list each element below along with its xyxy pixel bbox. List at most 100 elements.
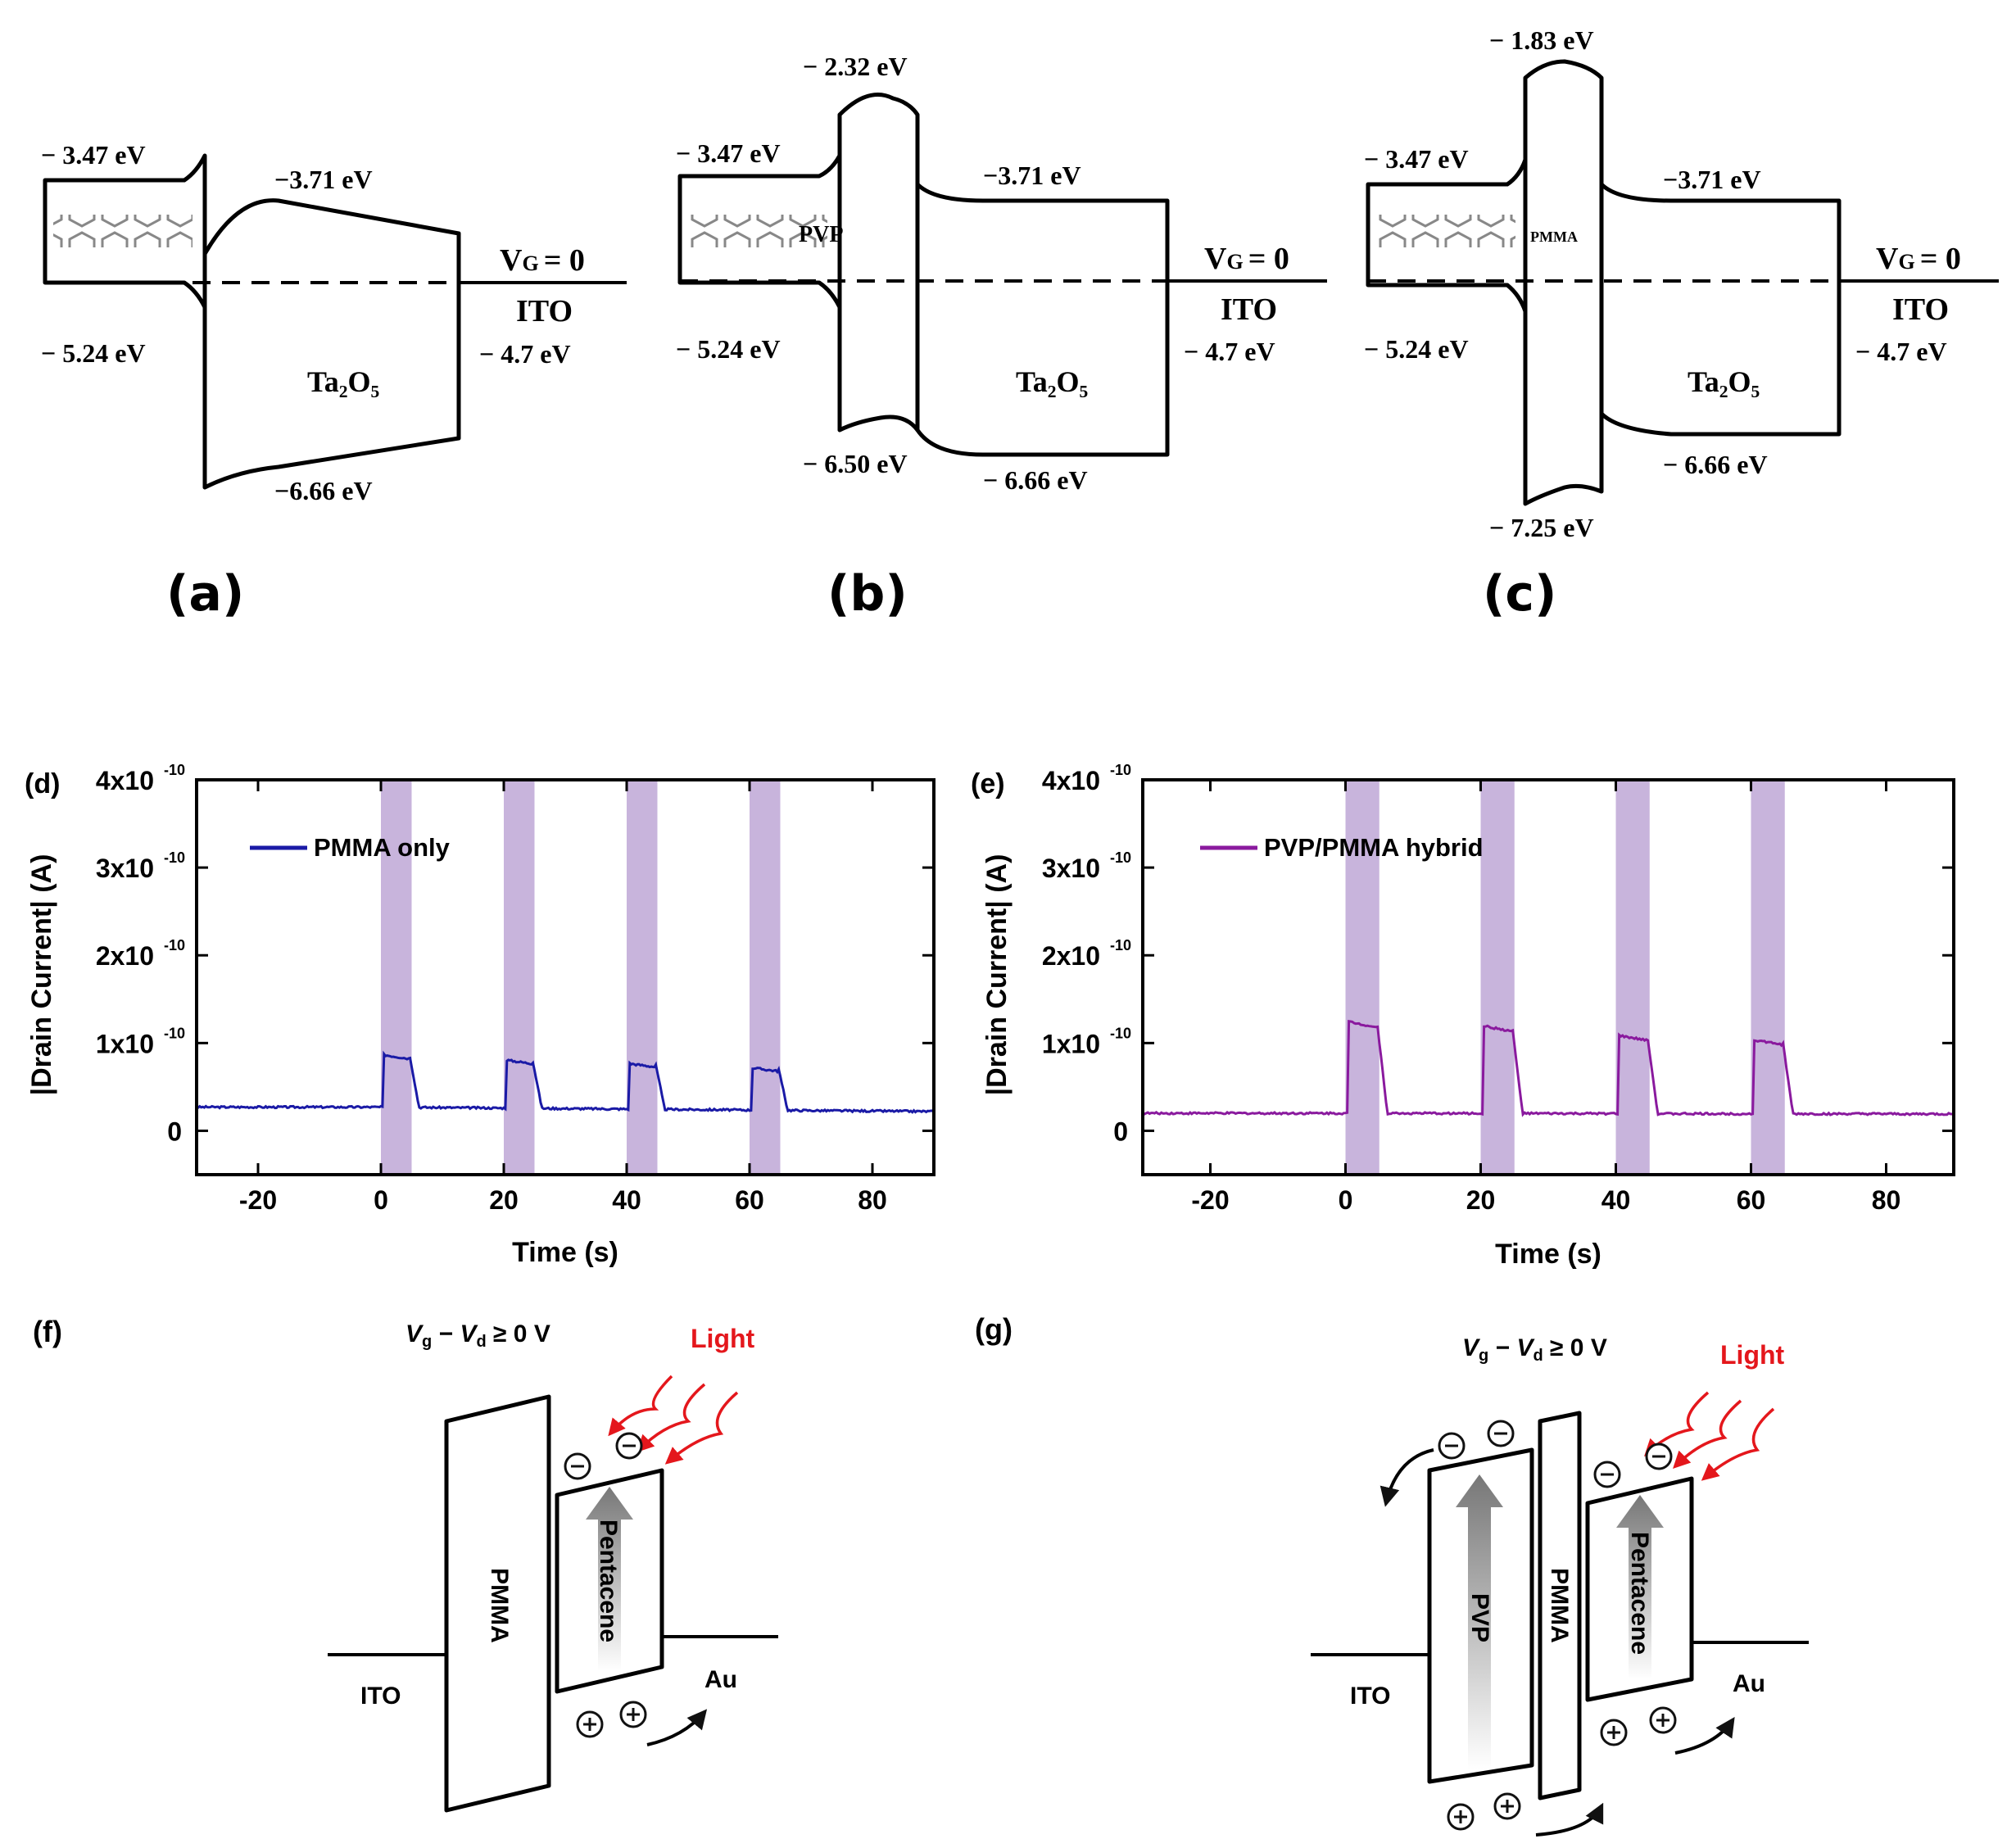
light-arrow-icon [608, 1375, 673, 1437]
level-label: − 4.7 eV [479, 339, 571, 369]
light-on-band [627, 780, 658, 1175]
level-label: − 2.32 eV [803, 52, 908, 81]
ylabel-e: |Drain Current| (A) [981, 854, 1013, 1096]
plot-frame-d [195, 778, 936, 1176]
electron-transport-arrow-icon [1456, 1474, 1503, 1769]
legend-label-e: PVP/PMMA hybrid [1264, 833, 1484, 862]
band-diagram-c: PMMA − 3.47 eV − 5.24 eV − 1.83 eV − 7.2… [1364, 25, 1999, 623]
ytick-exponent: -10 [164, 762, 185, 778]
pvp-layer-g [1427, 1447, 1534, 1784]
pmma-layer-g [1538, 1411, 1582, 1800]
level-label: − 1.83 eV [1489, 25, 1594, 55]
panel-label-d: (d) [25, 768, 60, 799]
ytick-exponent: -10 [1110, 937, 1131, 953]
insulator-label-c: PMMA [1530, 229, 1578, 245]
xtick-label: 20 [489, 1185, 519, 1215]
light-on-band [504, 780, 535, 1175]
hole-flow-arrow-icon [1535, 1802, 1604, 1837]
layer-label-f: Pentacene [595, 1520, 622, 1642]
light-on-band [1480, 780, 1515, 1175]
electron-icon [564, 1452, 591, 1480]
highlights-e [1345, 780, 1785, 1175]
level-label: − 5.24 eV [1364, 334, 1469, 364]
mechanism-f: (f) Vg − Vd ≥ 0 V Light PMMA Pentacene I… [33, 1315, 778, 1813]
ytick-exponent: -10 [164, 849, 185, 866]
hole-transport-arrow-icon [586, 1487, 633, 1671]
xlabel-d: Time (s) [512, 1237, 618, 1268]
light-on-band [381, 780, 412, 1175]
xtick-label: 60 [735, 1185, 764, 1215]
light-label-f: Light [691, 1324, 755, 1353]
xtick-label: 40 [612, 1185, 641, 1215]
xtick-label: 0 [374, 1185, 388, 1215]
light-on-band [1345, 780, 1379, 1175]
light-on-band [1615, 780, 1650, 1175]
ytick-exponent: -10 [1110, 1025, 1131, 1041]
layer-label-g: Pentacene [1626, 1532, 1653, 1655]
ytick-label: 2x10 [96, 941, 154, 971]
band-diagram-b: PVP − 3.47 eV − 5.24 eV − 2.32 eV − 6.50… [676, 52, 1327, 623]
xtick-label: -20 [1191, 1185, 1229, 1215]
level-label: − 3.47 eV [1364, 144, 1469, 174]
ytick-label: 4x10 [1042, 766, 1100, 795]
legend-label-d: PMMA only [314, 833, 451, 862]
series-d [196, 1050, 936, 1114]
panel-label-f: (f) [33, 1315, 62, 1348]
ytick-exponent: -10 [164, 1025, 185, 1041]
insulator-label-b: PVP [799, 222, 843, 247]
xtick-label: 80 [1872, 1185, 1901, 1215]
vg-label: VG= 0 [500, 243, 585, 278]
level-label: − 4.7 eV [1184, 337, 1275, 366]
hole-transport-arrow-icon [1616, 1495, 1664, 1679]
series-line [1142, 1019, 1955, 1117]
panel-label-c: (c) [1483, 565, 1556, 623]
vg-label: VG= 0 [1204, 242, 1289, 276]
xlabel-e: Time (s) [1495, 1239, 1601, 1270]
hole-icon [1447, 1803, 1475, 1831]
ytick-exponent: -10 [1110, 849, 1131, 866]
layer-label-g: PMMA [1546, 1568, 1573, 1643]
electron-icon [1487, 1420, 1515, 1447]
light-arrow-icon [1701, 1407, 1775, 1481]
ytick-label: 3x10 [1042, 854, 1100, 883]
level-label: − 6.50 eV [803, 449, 908, 478]
plot-frame-e [1141, 778, 1955, 1176]
level-label: −3.71 eV [274, 165, 373, 194]
series-e [1142, 1019, 1955, 1117]
xtick-label: 0 [1339, 1185, 1353, 1215]
xtick-label: -20 [239, 1185, 277, 1215]
hole-flow-arrow-icon [646, 1709, 708, 1746]
layer-label-g: PVP [1466, 1593, 1493, 1642]
ito-label: ITO [1892, 292, 1949, 327]
ta2o5-band-b [915, 182, 1170, 457]
ytick-label: 1x10 [1042, 1029, 1100, 1058]
panel-label-g: (g) [975, 1312, 1013, 1346]
bias-condition-f: Vg − Vd ≥ 0 V [405, 1320, 550, 1351]
level-label: −6.66 eV [274, 476, 373, 505]
ito-label-f: ITO [360, 1683, 401, 1710]
level-label: − 4.7 eV [1855, 337, 1947, 366]
series-line [196, 1050, 936, 1114]
ytick-label: 2x10 [1042, 941, 1100, 971]
light-on-band [1751, 780, 1785, 1175]
light-arrow-icon [664, 1391, 739, 1465]
pvp-band-b [837, 93, 920, 433]
hole-icon [1493, 1792, 1521, 1820]
ta2o5-band-c [1599, 182, 1842, 437]
level-label: − 3.47 eV [676, 138, 781, 168]
ytick-label: 0 [1113, 1116, 1128, 1146]
au-label-g: Au [1733, 1670, 1765, 1697]
hole-icon [1649, 1706, 1677, 1734]
ta2o5-label: Ta₂O₅ [1688, 365, 1760, 398]
ito-label-g: ITO [1350, 1683, 1390, 1710]
level-label: − 3.47 eV [41, 140, 146, 170]
level-label: − 5.24 eV [41, 338, 146, 368]
hole-icon [1600, 1719, 1628, 1746]
